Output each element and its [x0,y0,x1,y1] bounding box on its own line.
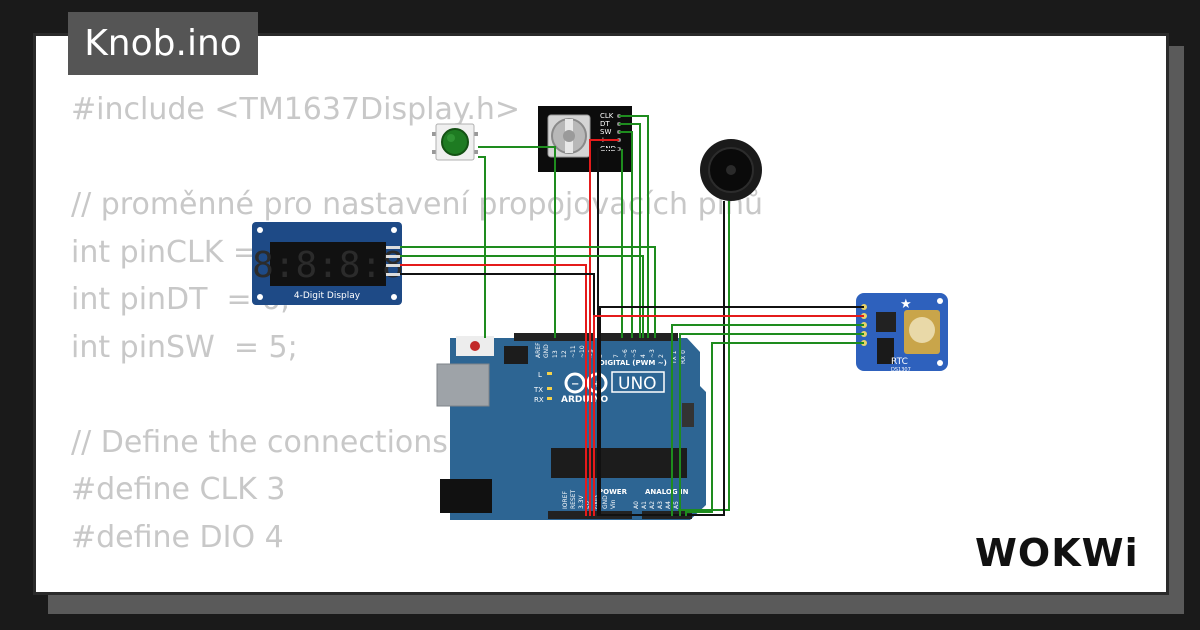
pin-label: TX 1 [671,350,678,365]
wokwi-logo: WOKWi [975,531,1139,575]
pin-label: 7 [613,354,620,358]
analog-pin-label: A5 [673,501,680,509]
wire [598,201,725,516]
wire [685,342,864,516]
power-pin-label: GND [602,495,609,509]
project-title[interactable]: Knob.ino [68,12,258,75]
pin-label: 12 [561,350,568,358]
power-pin-label: IOREF [562,491,569,509]
display-label: 4-Digit Display [294,291,361,301]
pin-label: 13 [552,350,559,358]
rtc-label: RTC [891,357,908,367]
power-label: POWER [598,488,628,496]
buzzer[interactable] [700,139,762,201]
encoder-pin-label: SW [600,128,611,136]
code-background: #include <TM1637Display.h> // proměnné p… [71,86,763,561]
wire [619,123,641,338]
wire [671,324,864,516]
code-line: #define CLK 3 [71,472,286,507]
analog-pin-label: A3 [657,501,664,509]
arduino-brand: ARDUINO [561,395,609,405]
wire [400,246,656,338]
wire [400,255,644,338]
display-digits: 8:8:8:8 [252,245,404,286]
wire [599,306,864,516]
pin-label: 2 [658,354,665,358]
code-line: // Define the connections [71,424,448,460]
pin-label: 4 [640,354,647,358]
code-line: #include <TM1637Display.h> [71,92,521,127]
pin-label: ~5 [631,349,638,358]
power-pin-label: 3.3V [578,494,585,509]
wire [478,156,486,338]
wire [678,201,730,511]
pin-label: ~11 [570,345,577,358]
code-line: // proměnné pro nastavení propojovacích … [71,187,763,222]
wire [679,333,864,516]
pin-label: ~10 [579,345,586,358]
rtc-module[interactable]: ★ RTC DS1307 [856,293,948,373]
star-icon: ★ [900,297,912,312]
wokwi-logo-text: WOKWi [975,531,1139,575]
pin-label: RX 0 [680,350,687,364]
code-line: int pinSW = 5; [71,329,298,365]
wire [619,115,649,338]
tx-label: TX [533,386,543,394]
analog-label: ANALOG IN [645,488,689,496]
code-line: #define DIO 4 [71,519,284,555]
code-line: int pinDT = 6; [71,282,291,317]
rtc-chip-label: DS1307 [891,367,911,373]
encoder-pin-label: DT [600,120,610,128]
pushbutton[interactable] [432,123,478,161]
rx-label: RX [534,396,544,404]
arduino-model: UNO [618,374,657,394]
led-l-label: L [538,371,542,379]
wire [400,264,587,516]
encoder-pin-label: CLK [600,112,614,120]
pin-label: ~6 [622,349,629,358]
power-pin-label: RESET [570,489,577,509]
analog-pin-label: A1 [641,501,648,509]
pin-label: ~3 [649,349,656,358]
analog-pin-label: A0 [633,501,640,509]
analog-pin-label: A2 [649,501,656,509]
wire [619,131,633,338]
wire [589,139,619,516]
wire [593,315,864,516]
pin-label: GND [543,344,550,358]
arduino-uno[interactable]: AREF GND 13 12 ~11 ~10 ~9 8 7 ~6 ~5 4 ~3… [436,333,706,520]
wire [597,148,619,516]
pin-label: ~9 [588,349,595,358]
power-pin-label: Vin [610,499,617,509]
four-digit-display[interactable]: 8:8:8:8 4-Digit Display [252,222,404,305]
digital-header-label: DIGITAL (PWM ~) [599,359,667,367]
wires [400,115,864,516]
analog-pin-label: A4 [665,501,672,509]
svg-text:−: − [571,379,579,390]
wire [478,146,556,338]
pin-label: AREF [535,342,542,358]
